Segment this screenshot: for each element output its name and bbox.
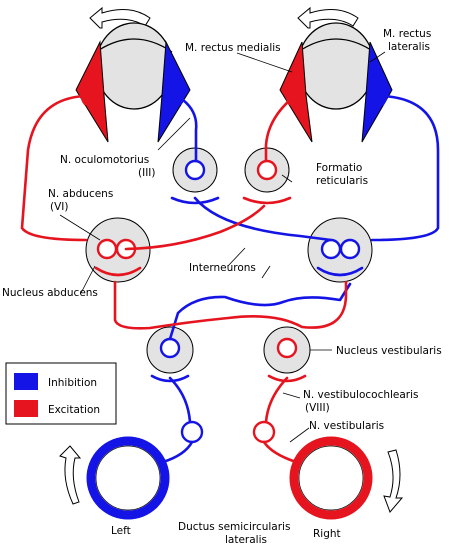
red-interneuron xyxy=(124,204,266,251)
legend-excitation-swatch xyxy=(14,400,38,417)
label-nucleus-vestibularis: Nucleus vestibularis xyxy=(336,345,442,357)
red-vestibular-nerve xyxy=(264,376,289,424)
left-head-rotation-arrow xyxy=(59,445,82,505)
label-ductus-2: lateralis xyxy=(225,534,267,545)
red-ganglion xyxy=(252,420,276,444)
blue-vestibular-crossing xyxy=(168,282,352,341)
legend-inhibition-swatch xyxy=(14,373,38,390)
left-lateral-rectus-muscle xyxy=(75,40,109,143)
label-nucleus-abducens: Nucleus abducens xyxy=(2,287,98,299)
label-left: Left xyxy=(111,525,131,537)
right-semicircular-duct xyxy=(289,436,373,520)
right-lateral-rectus-muscle xyxy=(361,41,393,143)
blue-vestibular-nerve xyxy=(168,376,192,424)
blue-abducens-nerve-right xyxy=(370,94,440,242)
label-n-abducens-1: N. abducens xyxy=(48,188,113,200)
left-eye-rotation-arrow xyxy=(89,6,151,29)
legend: Inhibition Excitation xyxy=(5,362,117,425)
left-semicircular-duct xyxy=(86,436,170,520)
right-head-rotation-arrow xyxy=(383,449,404,513)
label-ductus-1: Ductus semicircularis xyxy=(178,521,290,533)
right-eye xyxy=(297,22,375,110)
blue-oculomotor-nerve xyxy=(181,98,198,163)
red-medial-rectus-nerve xyxy=(264,98,292,163)
label-n-vestibulocochlearis-1: N. vestibulocochlearis xyxy=(303,389,419,401)
label-formatio-2: reticularis xyxy=(316,175,368,187)
right-medial-rectus-muscle xyxy=(279,41,313,143)
label-n-abducens-2: (VI) xyxy=(50,201,68,213)
left-medial-rectus-muscle xyxy=(157,40,191,143)
red-vestibular-crossing xyxy=(113,280,348,330)
label-n-oculomotorius-2: (III) xyxy=(138,167,155,179)
legend-excitation-label: Excitation xyxy=(48,404,100,416)
label-m-rectus-medialis: M. rectus medialis xyxy=(185,42,281,54)
red-abducens-nerve-left xyxy=(20,94,88,242)
label-n-vestibularis: N. vestibularis xyxy=(309,420,384,432)
label-m-rectus-lateralis-2: lateralis xyxy=(388,41,430,53)
label-n-vestibulocochlearis-2: (VIII) xyxy=(305,402,330,414)
legend-inhibition-label: Inhibition xyxy=(48,377,97,389)
right-eye-rotation-arrow xyxy=(297,6,359,29)
label-right: Right xyxy=(313,528,341,540)
left-eye xyxy=(95,22,173,110)
label-interneurons: Interneurons xyxy=(189,262,256,274)
label-n-oculomotorius-1: N. oculomotorius xyxy=(60,154,149,166)
blue-ganglion xyxy=(180,420,204,444)
label-formatio-1: Formatio xyxy=(316,162,362,174)
label-m-rectus-lateralis-1: M. rectus xyxy=(383,28,431,40)
